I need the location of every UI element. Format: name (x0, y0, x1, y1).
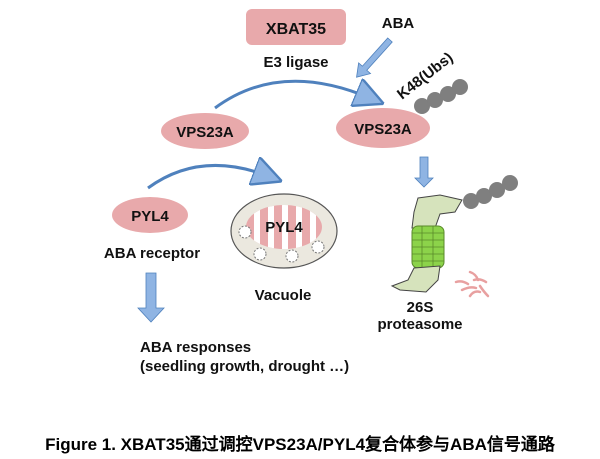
aba-responses-detail: (seedling growth, drought …) (140, 358, 349, 375)
ubiquitin-bead (489, 182, 505, 198)
vps23a-left-label: VPS23A (176, 124, 234, 141)
vesicle (238, 225, 252, 239)
aba-receptor-label: ABA receptor (104, 245, 200, 262)
vesicles (238, 225, 325, 263)
ubiquitin-bead (502, 175, 518, 191)
ubiquitin-chain (414, 79, 468, 114)
ubiquitin-bead (452, 79, 468, 95)
vps23a-left-ellipse (161, 113, 249, 149)
proteasome-bottom-cap (390, 265, 441, 293)
degraded-pyl4-striped (246, 205, 322, 249)
vacuole-pyl4-label: PYL4 (265, 219, 303, 236)
aba-label: ABA (382, 15, 415, 32)
ubiquitination-curved-arrow (214, 81, 370, 110)
peptide-fragments (454, 270, 490, 298)
vps23a-right-label: VPS23A (354, 121, 412, 138)
pyl4-label: PYL4 (131, 208, 169, 225)
proteasome-top-cap (411, 194, 463, 229)
vesicle (253, 247, 267, 261)
pyl4-ellipse (112, 197, 188, 233)
proteasome-label-26s: 26S (407, 299, 434, 316)
e3-ligase-label: E3 ligase (263, 54, 328, 71)
aba-responses-label: ABA responses (140, 339, 251, 356)
vps23a-right-ellipse (336, 108, 430, 148)
ubiquitin-bead (427, 92, 443, 108)
ubiquitin-bead (476, 188, 492, 204)
ubiquitin-bead (440, 86, 456, 102)
ubiquitin-bead (463, 193, 479, 209)
vesicle (311, 240, 325, 254)
proteasome-26s (390, 194, 463, 293)
vesicle (285, 249, 299, 263)
ubiquitin-bead (414, 98, 430, 114)
response-down-arrow (137, 272, 165, 323)
proteasome-label: proteasome (377, 316, 462, 333)
figure-caption: Figure 1. XBAT35通过调控VPS23A/PYL4复合体参与ABA信… (45, 435, 555, 454)
vacuole-transport-curved-arrow (147, 165, 268, 190)
xbat35-box (246, 9, 346, 45)
xbat35-label: XBAT35 (266, 21, 326, 38)
ubiquitin-chain-released (463, 175, 518, 209)
proteasome-down-arrow (414, 156, 434, 188)
vacuole-label: Vacuole (255, 287, 312, 304)
aba-arrow (356, 37, 393, 78)
